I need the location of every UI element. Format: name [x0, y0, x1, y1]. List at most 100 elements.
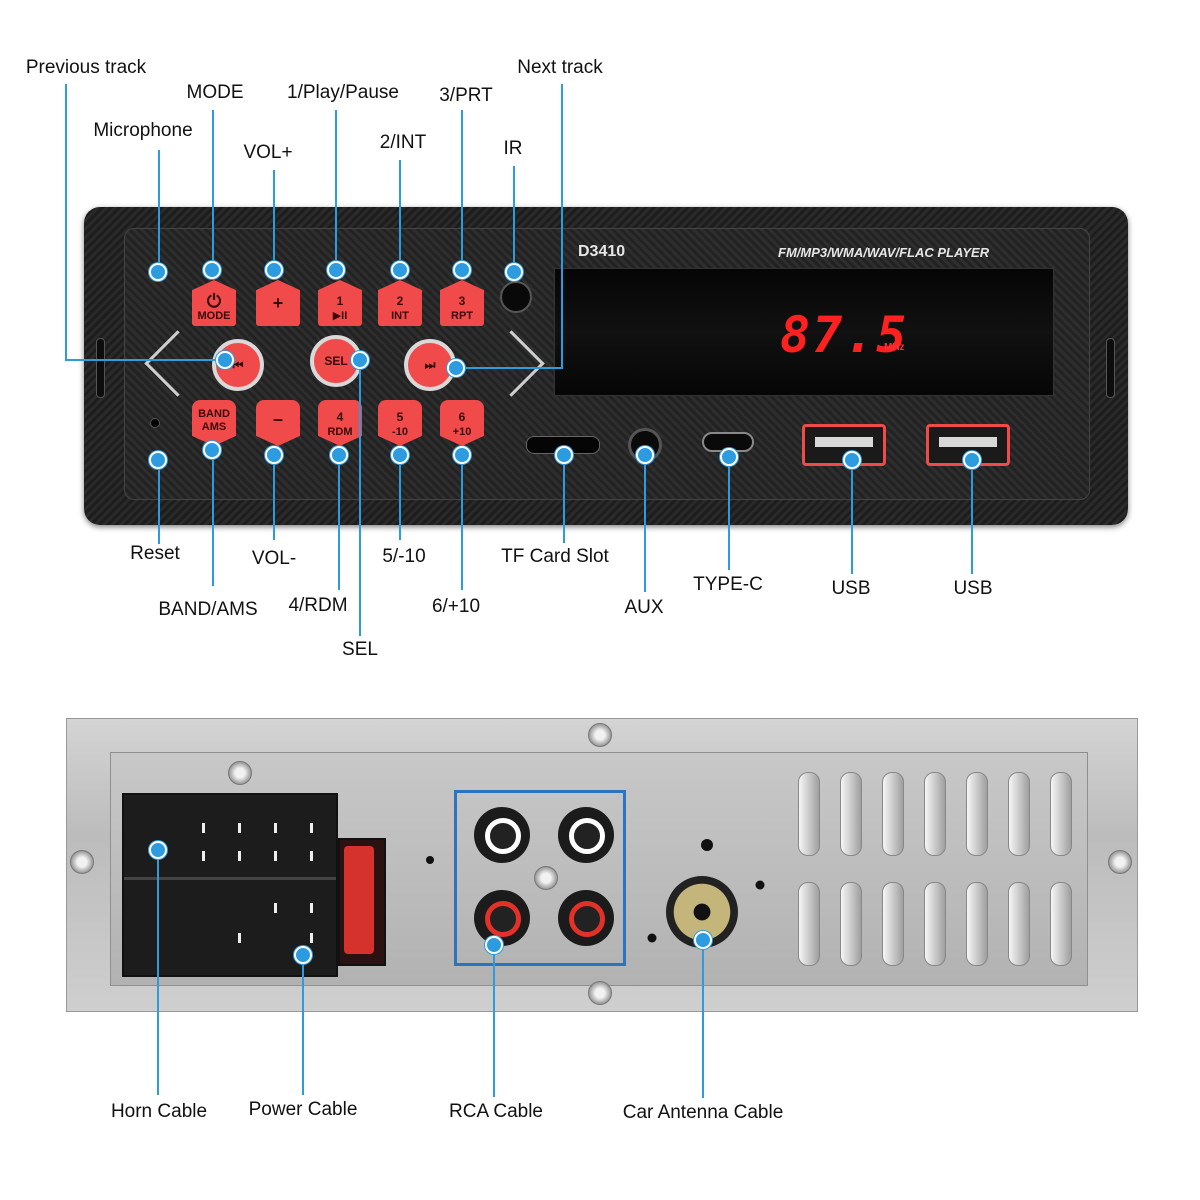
callout-line: [728, 457, 730, 570]
vent-slot: [924, 772, 946, 856]
next-track-icon: ⏭: [424, 358, 436, 372]
vent-slot: [1050, 882, 1072, 966]
fuse: [344, 846, 374, 954]
callout-dot: [265, 446, 283, 464]
callout-dot: [447, 359, 465, 377]
callout-line: [399, 160, 401, 270]
callout-dot: [485, 936, 503, 954]
connector-pin: [310, 903, 313, 913]
vent-slot: [882, 772, 904, 856]
frequency-readout: 87.5: [780, 306, 909, 364]
callout-dot: [505, 263, 523, 281]
sel-button-label: SEL: [324, 354, 348, 368]
btn4-label: RDM: [327, 426, 353, 438]
vent-slot: [798, 882, 820, 966]
rca-jack-red-right[interactable]: [558, 890, 614, 946]
callout-line: [359, 360, 361, 636]
mode-button[interactable]: ⏻ MODE: [192, 280, 236, 326]
rca-highlight-box: [454, 790, 626, 966]
callout-dot: [149, 451, 167, 469]
callout-line: [212, 110, 214, 270]
callout-line: [399, 455, 401, 540]
connector-pin: [310, 851, 313, 861]
btn1-number: 1: [336, 294, 344, 308]
band-label: BAND: [198, 408, 230, 420]
connector-pin: [202, 851, 205, 861]
screw-icon: [1108, 850, 1132, 874]
callout-dot: [203, 441, 221, 459]
label-mode: MODE: [186, 82, 244, 103]
side-slot-right: [1106, 338, 1115, 398]
rca-jack-white-left[interactable]: [474, 807, 530, 863]
btn2-number: 2: [396, 294, 404, 308]
rca-jack-white-right[interactable]: [558, 807, 614, 863]
model-label: D3410: [578, 243, 626, 260]
btn3-number: 3: [458, 294, 466, 308]
connector-pin: [238, 823, 241, 833]
screw-icon: [228, 761, 252, 785]
label-power-cable: Power Cable: [248, 1099, 358, 1120]
callout-line: [461, 110, 463, 270]
screw-icon: [588, 723, 612, 747]
screw-icon: [588, 981, 612, 1005]
connector-pin: [238, 851, 241, 861]
callout-line: [493, 945, 495, 1097]
btn2-label: INT: [391, 310, 409, 322]
label-sel: SEL: [342, 639, 378, 660]
callout-line: [157, 850, 159, 1095]
label-previous-track: Previous track: [25, 57, 147, 78]
callout-dot: [149, 841, 167, 859]
callout-line: [702, 940, 704, 1098]
connector-pin: [238, 933, 241, 943]
callout-dot: [843, 451, 861, 469]
label-usb-1: USB: [831, 578, 871, 599]
callout-line: [335, 110, 337, 270]
vent-slot: [798, 772, 820, 856]
vent-slot: [1008, 772, 1030, 856]
callout-line: [971, 460, 973, 574]
frequency-unit: MHz: [884, 342, 905, 353]
callout-dot: [294, 946, 312, 964]
callout-line: [461, 455, 463, 590]
minus-icon: –: [272, 409, 283, 429]
minus10-button[interactable]: 5 -10: [378, 400, 422, 446]
callout-dot: [149, 263, 167, 281]
side-slot-left: [96, 338, 105, 398]
label-type-c: TYPE-C: [693, 574, 763, 595]
connector-divider: [124, 877, 336, 880]
mount-hole: [755, 880, 765, 890]
connector-pin: [274, 851, 277, 861]
reset-hole: [150, 418, 160, 428]
vol-down-button[interactable]: –: [256, 400, 300, 446]
play-pause-icon: ▶II: [332, 310, 348, 322]
connector-pin: [274, 903, 277, 913]
band-ams-button[interactable]: BAND AMS: [192, 400, 236, 446]
int-button[interactable]: 2 INT: [378, 280, 422, 326]
mount-hole: [701, 839, 713, 851]
label-car-antenna-cable: Car Antenna Cable: [622, 1102, 784, 1123]
label-rdm: 4/RDM: [288, 595, 348, 616]
play-pause-button[interactable]: 1 ▶II: [318, 280, 362, 326]
rdm-button[interactable]: 4 RDM: [318, 400, 362, 446]
connector-pin: [202, 823, 205, 833]
rpt-button[interactable]: 3 RPT: [440, 280, 484, 326]
callout-dot: [391, 446, 409, 464]
callout-dot: [330, 446, 348, 464]
vent-slot: [924, 882, 946, 966]
label-plus10: 6/+10: [431, 596, 481, 617]
vol-up-button[interactable]: +: [256, 280, 300, 326]
format-label: FM/MP3/WMA/WAV/FLAC PLAYER: [778, 245, 990, 260]
label-prt: 3/PRT: [439, 85, 493, 106]
plus10-button[interactable]: 6 +10: [440, 400, 484, 446]
callout-line: [563, 455, 565, 543]
power-icon: ⏻: [206, 291, 222, 311]
label-rca-cable: RCA Cable: [449, 1101, 543, 1122]
callout-line: [158, 460, 160, 544]
previous-track-button[interactable]: ⏮: [212, 339, 264, 391]
callout-dot: [203, 261, 221, 279]
rca-jack-red-left[interactable]: [474, 890, 530, 946]
callout-line: [302, 955, 304, 1095]
callout-dot: [391, 261, 409, 279]
screw-icon: [534, 866, 558, 890]
plus-icon: +: [272, 293, 284, 313]
